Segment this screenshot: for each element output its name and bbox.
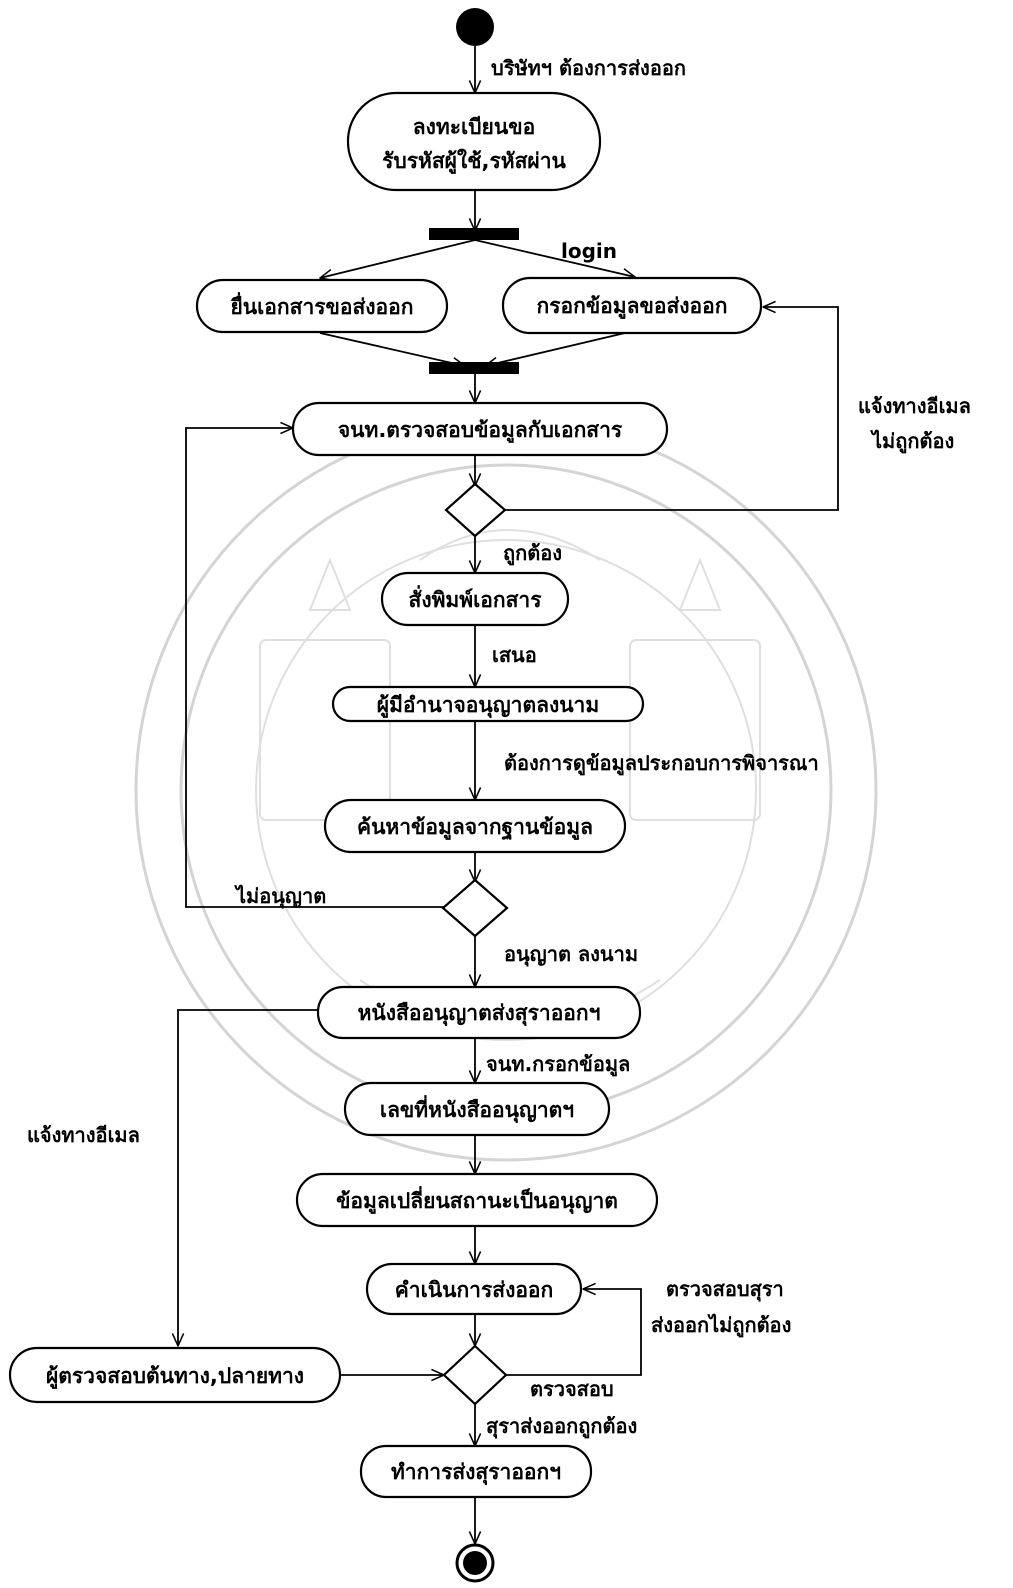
start-node (456, 8, 494, 46)
print-docs-label: สั่งพิมพ์เอกสาร (409, 584, 543, 612)
node-approver-sign: ผู้มีอำนาจอนุญาตลงนาม (331, 685, 645, 723)
register-line1: ลงทะเบียนขอ (413, 115, 535, 139)
permit-number-label: เลขที่หนังสืออนุญาตฯ (380, 1094, 574, 1124)
label-email-incorrect-line1: แจ้งทางอีเมล (858, 394, 971, 418)
node-permit-number: เลขที่หนังสืออนุญาตฯ (343, 1081, 611, 1137)
node-do-export: คำเนินการส่งออก (365, 1262, 583, 1316)
label-company-wants-export: บริษัทฯ ต้องการส่งออก (491, 56, 686, 80)
node-officer-check: จนท.ตรวจสอบข้อมูลกับเอกสาร (291, 401, 669, 457)
label-notify-email: แจ้งทางอีเมล (27, 1123, 140, 1147)
decision-permit (441, 878, 509, 938)
label-login: login (561, 239, 617, 263)
label-email-incorrect-line2: ไม่ถูกต้อง (870, 429, 954, 455)
permit-letter-label: หนังสืออนุญาตส่งสุราออกฯ (358, 1001, 601, 1027)
join-bar (429, 362, 519, 374)
label-check-liquor-incorrect-line2: ส่งออกไม่ถูกต้อง (651, 1313, 791, 1339)
ship-liquor-label: ทำการส่งสุราออกฯ (391, 1460, 561, 1486)
end-node (455, 1543, 495, 1583)
node-print-docs: สั่งพิมพ์เอกสาร (380, 571, 570, 627)
node-search-db: ค้นหาข้อมูลจากฐานข้อมูล (323, 798, 627, 854)
node-register: ลงทะเบียนขอ รับรหัสผู้ใช้,รหัสผ่าน (346, 91, 602, 192)
submit-docs-label: ยื่นเอกสารขอส่งออก (230, 291, 413, 319)
label-propose: เสนอ (492, 643, 537, 667)
label-not-permitted: ไม่อนุญาต (234, 884, 326, 909)
watermark-seal (134, 418, 878, 1162)
officer-check-label: จนท.ตรวจสอบข้อมูลกับเอกสาร (338, 418, 623, 444)
fill-data-label: กรอกข้อมูลขอส่งออก (537, 294, 728, 320)
fork-bar (429, 228, 519, 240)
status-change-label: ข้อมูลเปลี่ยนสถานะเป็นอนุญาต (336, 1185, 618, 1215)
edges (178, 46, 839, 1588)
label-permitted-sign: อนุญาต ลงนาม (504, 942, 638, 967)
do-export-label: คำเนินการส่งออก (395, 1278, 554, 1302)
label-officer-fill: จนท.กรอกข้อมูล (486, 1052, 630, 1078)
node-submit-docs: ยื่นเอกสารขอส่งออก (195, 278, 449, 334)
decision-check (444, 482, 507, 538)
label-correct: ถูกต้อง (503, 541, 562, 567)
label-want-view-data: ต้องการดูข้อมูลประกอบการพิจารณา (504, 751, 819, 777)
approver-sign-label: ผู้มีอำนาจอนุญาตลงนาม (377, 693, 599, 719)
label-check-liquor-correct-line2: สุราส่งออกถูกต้อง (486, 1414, 637, 1440)
label-check-liquor-incorrect-line1: ตรวจสอบสุรา (666, 1277, 784, 1302)
label-check-liquor-correct-line1: ตรวจสอบ (530, 1377, 614, 1401)
decision-inspect (442, 1344, 508, 1406)
node-permit-letter: หนังสืออนุญาตส่งสุราออกฯ (316, 985, 642, 1040)
search-db-label: ค้นหาข้อมูลจากฐานข้อมูล (357, 815, 593, 841)
node-fill-data: กรอกข้อมูลขอส่งออก (501, 276, 763, 335)
node-status-change: ข้อมูลเปลี่ยนสถานะเป็นอนุญาต (295, 1172, 659, 1228)
register-line2: รับรหัสผู้ใช้,รหัสผ่าน (382, 148, 566, 175)
node-inspectors: ผู้ตรวจสอบต้นทาง,ปลายทาง (8, 1346, 342, 1404)
node-ship-liquor: ทำการส่งสุราออกฯ (359, 1444, 593, 1499)
inspectors-label: ผู้ตรวจสอบต้นทาง,ปลายทาง (46, 1364, 304, 1390)
